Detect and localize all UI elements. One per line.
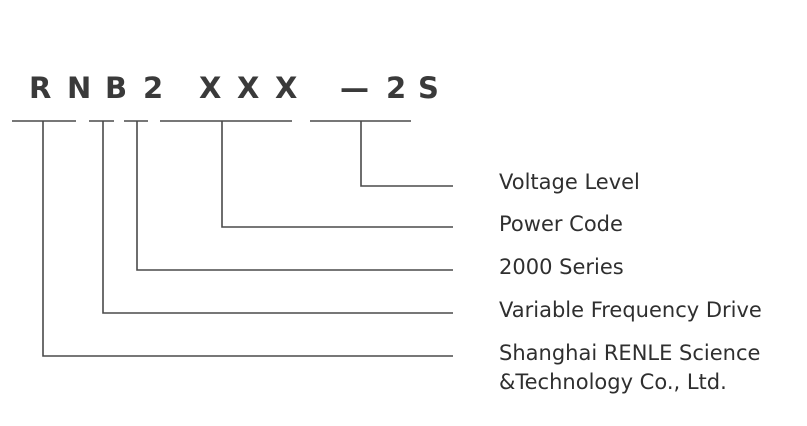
code-char-x3: X (275, 71, 297, 105)
code-char-x2: X (237, 71, 259, 105)
code-char-n: N (67, 71, 91, 105)
connector-series (136, 121, 453, 271)
code-char-s: S (418, 71, 439, 105)
code-char-2: 2 (143, 71, 163, 105)
code-char-b: B (105, 71, 127, 105)
connector-company (42, 121, 453, 357)
connector-voltage-level (360, 121, 453, 187)
label-company-line1: Shanghai RENLE Science (499, 341, 760, 365)
model-code: R N B 2 X X X — 2 S (29, 71, 439, 105)
label-company-line2: &Technology Co., Ltd. (499, 370, 727, 394)
labels: Voltage Level Power Code 2000 Series Var… (499, 170, 762, 394)
connector-drive (102, 121, 453, 314)
connector-power-code (221, 121, 453, 228)
label-series: 2000 Series (499, 255, 624, 279)
label-voltage-level: Voltage Level (499, 170, 640, 194)
connector-lines (42, 121, 453, 357)
code-char-2-suffix: 2 (386, 71, 406, 105)
label-drive: Variable Frequency Drive (499, 298, 762, 322)
code-char-x1: X (199, 71, 221, 105)
label-power-code: Power Code (499, 212, 623, 236)
code-char-r: R (29, 71, 51, 105)
code-char-dash: — (340, 71, 369, 105)
